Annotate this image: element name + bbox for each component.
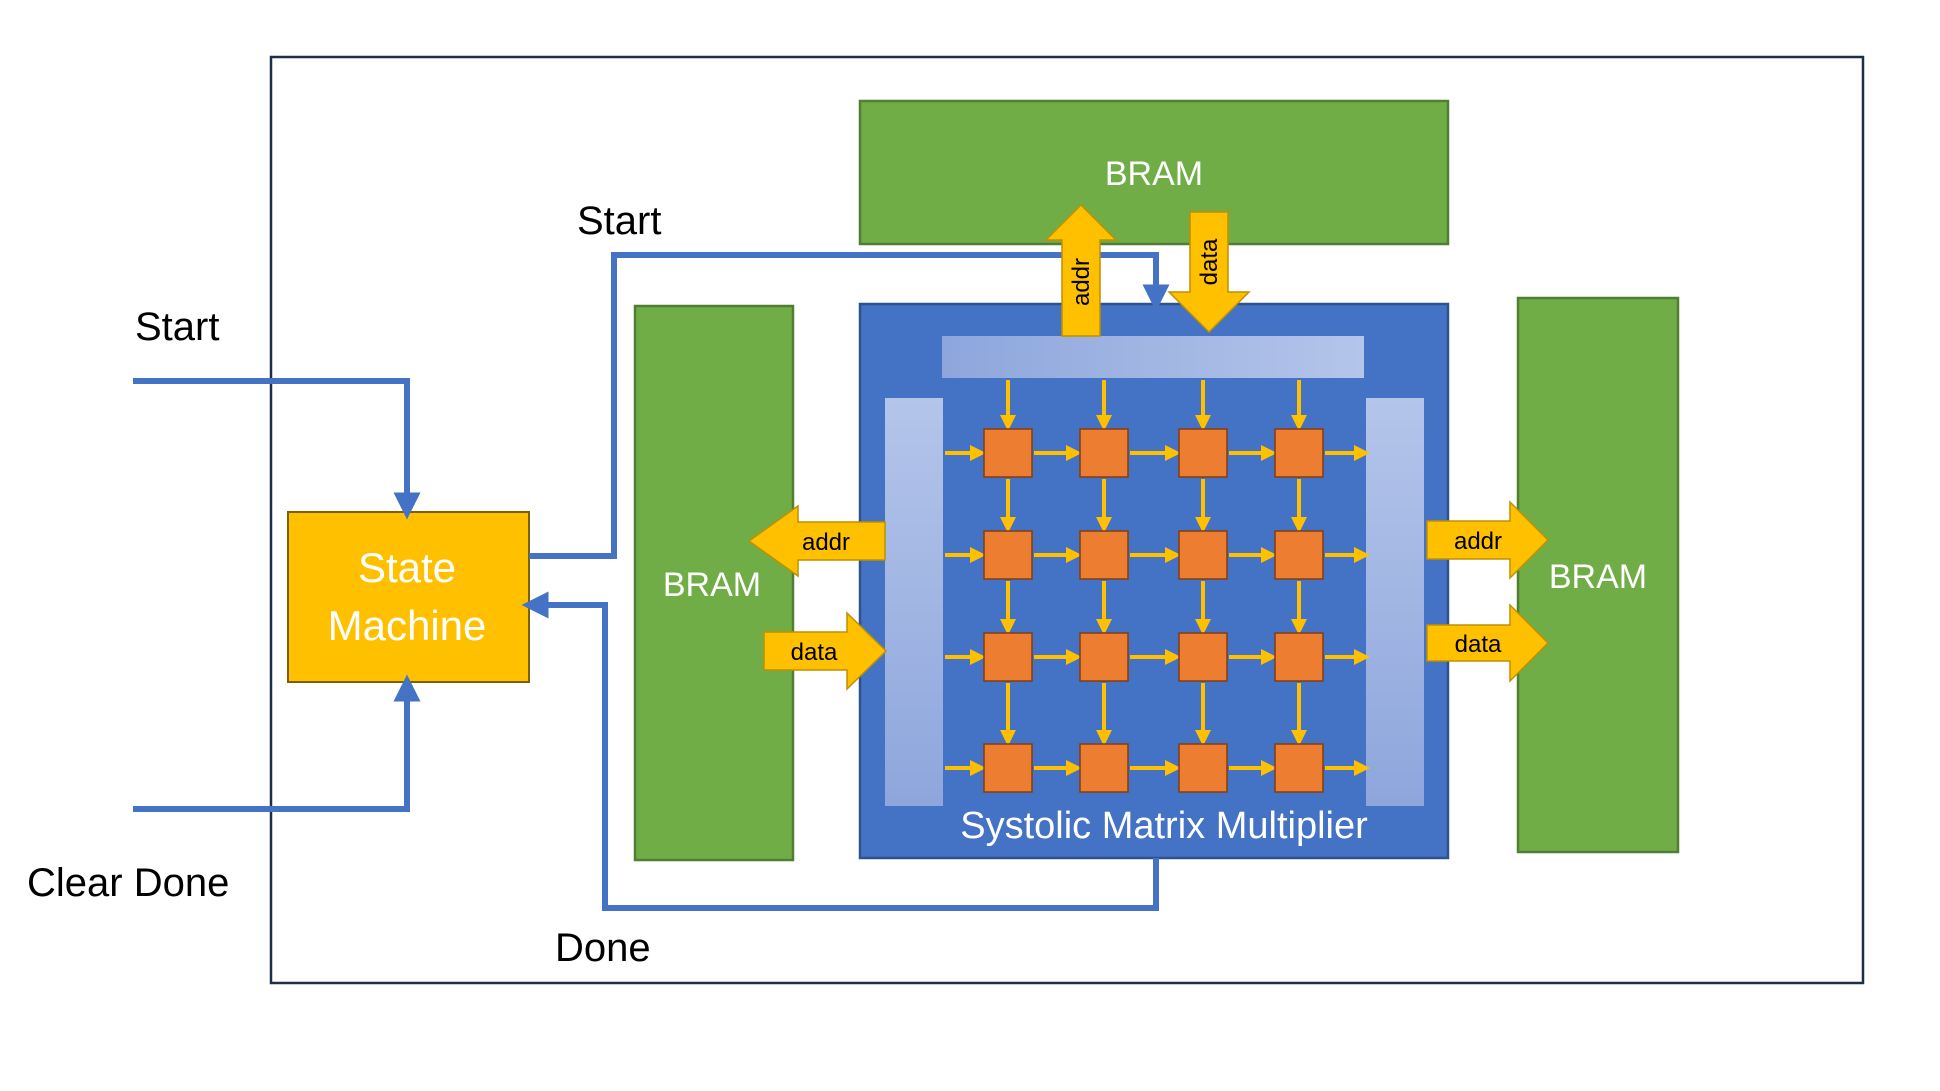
systolic-array-block <box>858 302 1450 860</box>
bram-left-block <box>633 304 795 862</box>
top-addr-label: addr <box>1068 258 1095 306</box>
start-input-line <box>133 378 421 520</box>
right-addr-arrow <box>1426 500 1550 580</box>
processing-element-0-1 <box>1079 428 1129 478</box>
processing-element-0-0 <box>983 428 1033 478</box>
right-data-label: data <box>1455 631 1502 658</box>
start-external-label: Start <box>135 305 219 349</box>
state-machine-label-line1: State <box>358 544 456 591</box>
clear-done-input-line <box>133 674 421 812</box>
clear-done-label: Clear Done <box>27 861 229 905</box>
start-to-systolic-line <box>529 252 1170 559</box>
processing-element-2-1 <box>1079 632 1129 682</box>
processing-element-1-0 <box>983 530 1033 580</box>
bram-right-block <box>1516 296 1680 854</box>
done-label: Done <box>555 926 651 970</box>
processing-element-1-3 <box>1274 530 1324 580</box>
start-internal-label: Start <box>577 199 661 243</box>
right-output-rail <box>1366 398 1424 806</box>
right-addr-label: addr <box>1454 528 1502 555</box>
left-addr-label: addr <box>802 529 850 556</box>
state-machine-label-line2: Machine <box>328 602 487 649</box>
bram-left-label: BRAM <box>663 566 761 604</box>
state-machine-block <box>287 511 530 683</box>
left-data-label: data <box>791 639 838 666</box>
processing-element-0-2 <box>1178 428 1228 478</box>
top-data-label: data <box>1196 238 1223 285</box>
bram-top-label: BRAM <box>1105 155 1203 193</box>
left-input-rail <box>885 398 943 806</box>
processing-element-3-3 <box>1274 743 1324 793</box>
bram-top-block <box>858 99 1450 246</box>
left-data-arrow <box>763 611 888 691</box>
bram-right-label: BRAM <box>1549 558 1647 596</box>
processing-element-0-3 <box>1274 428 1324 478</box>
processing-element-2-2 <box>1178 632 1228 682</box>
top-addr-arrow <box>1044 203 1118 337</box>
done-to-state-machine-line <box>521 591 1159 911</box>
processing-element-3-0 <box>983 743 1033 793</box>
left-addr-arrow <box>747 504 886 578</box>
pe-grid <box>945 380 1370 793</box>
top-input-rail <box>942 336 1364 378</box>
processing-element-1-2 <box>1178 530 1228 580</box>
system-boundary <box>269 55 1865 985</box>
processing-element-2-0 <box>983 632 1033 682</box>
processing-element-2-3 <box>1274 632 1324 682</box>
processing-element-3-2 <box>1178 743 1228 793</box>
processing-element-1-1 <box>1079 530 1129 580</box>
right-data-arrow <box>1426 603 1550 683</box>
systolic-label: Systolic Matrix Multiplier <box>960 805 1368 847</box>
top-data-arrow <box>1167 211 1251 334</box>
processing-element-3-1 <box>1079 743 1129 793</box>
